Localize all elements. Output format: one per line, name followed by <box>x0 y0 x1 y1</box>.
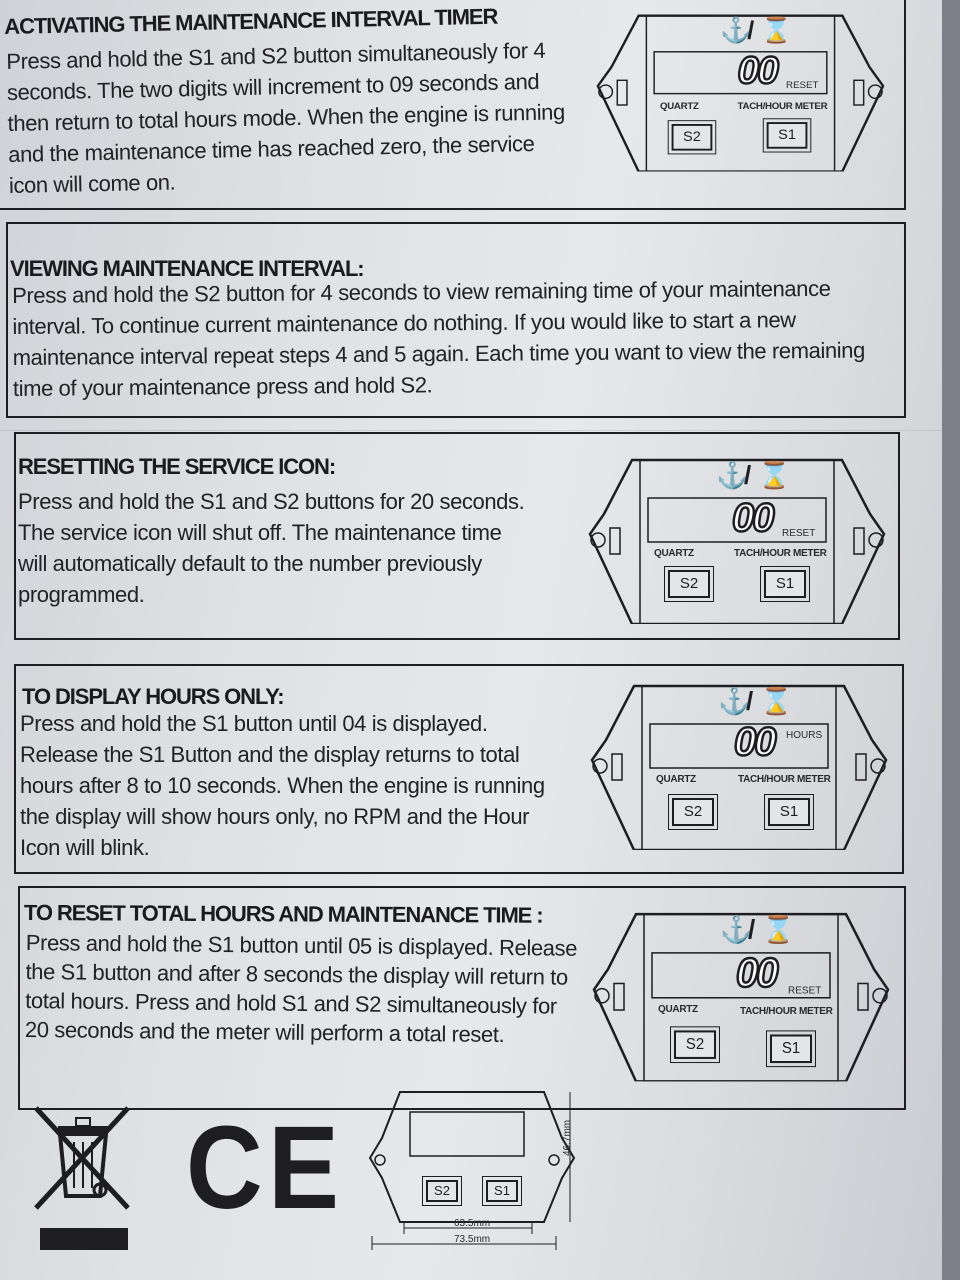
weee-crossed-bin-icon <box>28 1104 138 1254</box>
dimension-outer-width: 73.5mm <box>454 1234 491 1245</box>
meter-s2-button-2[interactable]: S2 <box>664 566 714 602</box>
meter-diagram-1: ⚓ / ⌛ 00 RESET QUARTZ TACH/HOUR METER S2… <box>594 10 887 172</box>
meter-digits-4: 00 <box>735 950 780 997</box>
dimension-outline <box>368 1091 576 1250</box>
section-5-title: TO RESET TOTAL HOURS AND MAINTENANCE TIM… <box>23 900 543 928</box>
meter-s1-button-4[interactable]: S1 <box>766 1030 816 1068</box>
section-4-title: TO DISPLAY HOURS ONLY: <box>22 684 285 709</box>
service-icon: ⚓ <box>718 686 751 716</box>
service-icon: ⚓ <box>716 460 749 490</box>
hourglass-icon: ⌛ <box>762 914 795 945</box>
section-3-body: Press and hold the S1 and S2 buttons for… <box>18 489 525 607</box>
diagram-s2-button: S2 <box>422 1176 462 1206</box>
section-2-body: Press and hold the S2 button for 4 secon… <box>12 275 866 401</box>
service-icon: ⚓ <box>720 914 753 945</box>
ce-mark: CE <box>186 1102 345 1234</box>
meter-digits-1: 00 <box>736 49 780 93</box>
meter-diagram-2: ⚓ / ⌛ 00 RESET QUARTZ TACH/HOUR METER S2… <box>586 454 888 624</box>
meter-unit-1: RESET <box>786 80 819 91</box>
meter-s1-button-1[interactable]: S1 <box>762 118 812 153</box>
meter-digits-3: 00 <box>733 719 778 766</box>
section-5-box <box>18 886 906 1110</box>
meter-symbol-slash: / <box>748 914 756 945</box>
meter-diagram-4: ⚓ / ⌛ 00 RESET QUARTZ TACH/HOUR METER S2… <box>590 908 892 1082</box>
meter-left-label-3: QUARTZ <box>656 774 696 785</box>
meter-diagram-3: ⚓ / ⌛ 00 HOURS QUARTZ TACH/HOUR METER S2… <box>588 680 890 850</box>
hourglass-icon: ⌛ <box>760 15 793 45</box>
meter-right-label-1: TACH/HOUR METER <box>737 101 828 112</box>
meter-s1-button-3[interactable]: S1 <box>764 794 814 830</box>
meter-unit-4: RESET <box>788 985 822 997</box>
meter-unit-3: HOURS <box>786 730 823 741</box>
meter-left-label-2: QUARTZ <box>654 548 694 559</box>
meter-outline-3 <box>590 684 888 850</box>
section-1-box <box>0 0 906 210</box>
meter-outline-2 <box>588 458 886 624</box>
meter-symbol-slash: / <box>746 686 754 716</box>
section-4-box <box>14 664 904 874</box>
section-4-body: Press and hold the S1 button until 04 is… <box>20 711 545 860</box>
meter-outline-4 <box>592 912 890 1082</box>
section-5-body: Press and hold the S1 button until 05 is… <box>24 929 578 1048</box>
meter-right-label-2: TACH/HOUR METER <box>734 548 827 559</box>
service-icon: ⚓ <box>720 15 752 45</box>
hourglass-icon: ⌛ <box>758 460 791 490</box>
section-2-title: VIEWING MAINTENANCE INTERVAL: <box>10 256 365 281</box>
dimension-inner-width: 63.5mm <box>454 1218 491 1229</box>
meter-symbol-slash: / <box>744 460 752 490</box>
section-1-body: Press and hold the S1 and S2 button simu… <box>6 37 566 198</box>
meter-s2-button-3[interactable]: S2 <box>668 794 718 830</box>
meter-symbol-slash: / <box>747 15 755 45</box>
meter-right-label-3: TACH/HOUR METER <box>738 774 831 785</box>
section-3-title: RESETTING THE SERVICE ICON: <box>18 454 336 479</box>
hourglass-icon: ⌛ <box>760 686 793 716</box>
meter-s2-button-1[interactable]: S2 <box>667 120 717 155</box>
meter-right-label-4: TACH/HOUR METER <box>740 1005 833 1018</box>
meter-s2-button-4[interactable]: S2 <box>670 1026 720 1064</box>
meter-s1-button-2[interactable]: S1 <box>760 566 810 602</box>
section-2-box <box>6 222 906 418</box>
dimension-height: 46.7mm <box>562 1119 573 1156</box>
dimension-diagram: S2 S1 46.7mm 63.5mm 73.5mm <box>366 1088 596 1258</box>
meter-left-label-4: QUARTZ <box>658 1003 698 1016</box>
section-3-box <box>14 432 900 640</box>
diagram-s1-button: S1 <box>482 1176 522 1206</box>
meter-unit-2: RESET <box>782 528 816 539</box>
meter-digits-2: 00 <box>731 495 776 542</box>
meter-left-label-1: QUARTZ <box>659 101 699 112</box>
